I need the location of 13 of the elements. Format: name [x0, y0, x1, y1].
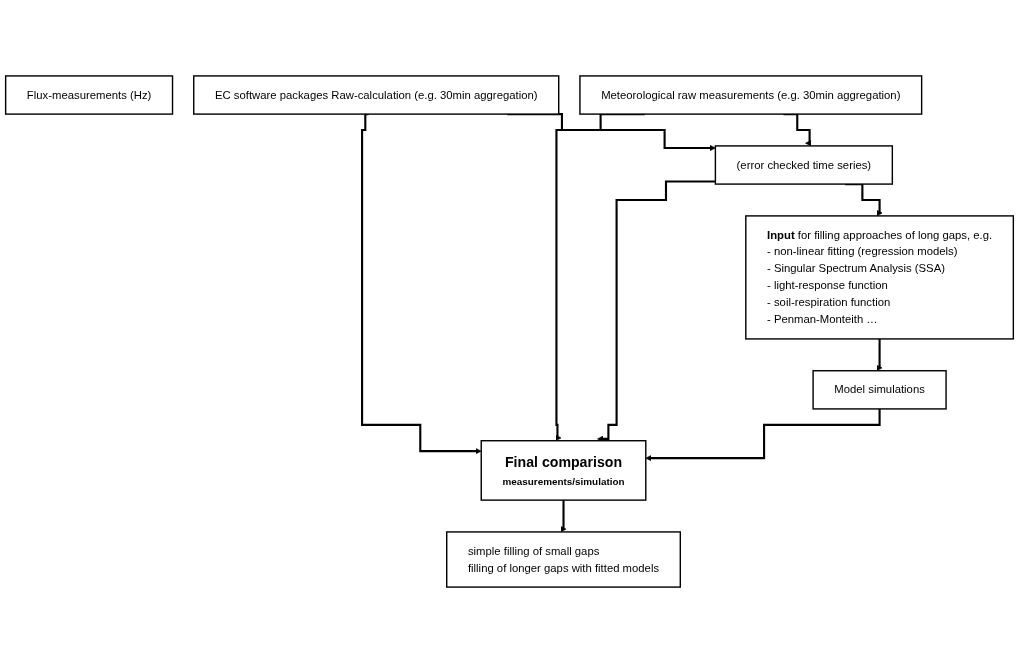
node-box: simple filling of small gaps filling of longer gaps with fitted models — [446, 531, 681, 588]
node-box: Input for filling approaches of long gaps, e.g. - non-linear fitting (regression models) - Singular Spectrum Analysis (SSA) - light-response function - soil-respiration function - Penman-Monteith … — [745, 215, 1015, 340]
node-box: (error checked time series) — [714, 145, 894, 185]
node-box: EC software packages Raw-calculation (e.g. 30min aggregation) — [193, 75, 560, 115]
arrow — [597, 180, 716, 442]
arrow — [645, 407, 881, 462]
node-box: Model simulations — [812, 370, 947, 410]
arrow — [876, 337, 883, 371]
arrow — [560, 499, 567, 533]
node-box: Flux-measurements (Hz) — [4, 75, 174, 115]
node-box: Meteorological raw measurements (e.g. 30min aggregation) — [579, 75, 923, 115]
arrow — [361, 113, 482, 455]
node-box: Final comparison measurements/simulation — [480, 440, 647, 501]
